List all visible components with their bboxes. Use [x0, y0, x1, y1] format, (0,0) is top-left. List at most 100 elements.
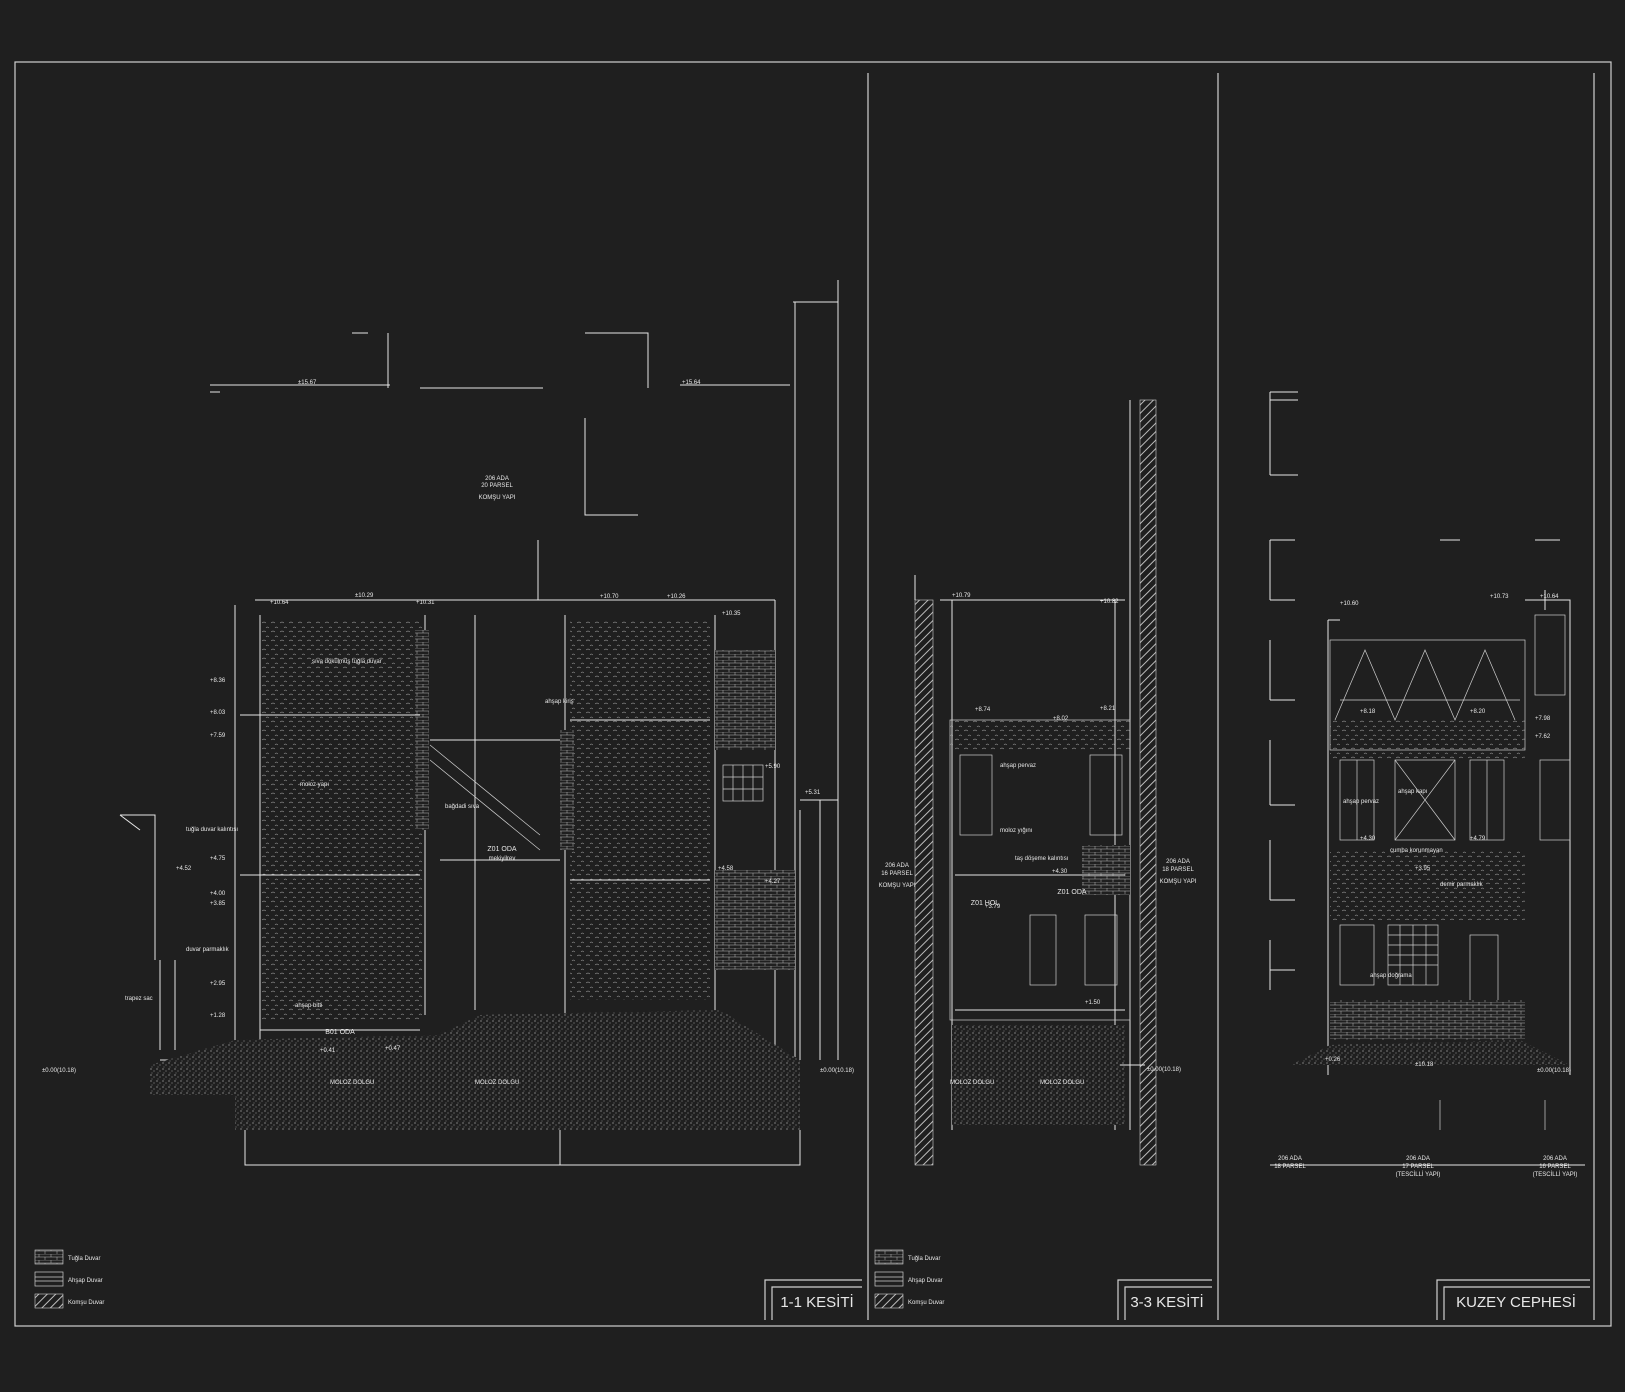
level-mark: +1.50	[1085, 1000, 1101, 1006]
legend-left: Tuğla Duvar Ahşap Duvar Komşu Duvar	[34, 1249, 104, 1309]
level-mark: ±0.00(10.18)	[1147, 1067, 1181, 1073]
note: MOLOZ DOLGU	[1040, 1080, 1084, 1086]
level-mark: +4.58	[718, 866, 734, 872]
level-mark: +10.70	[600, 594, 619, 600]
level-mark: +0.41	[320, 1048, 336, 1054]
note: tuğla duvar kalıntısı	[186, 827, 238, 833]
brick-wall-4	[715, 870, 795, 970]
brick-panel	[1082, 845, 1130, 895]
level-mark: +8.02	[1053, 716, 1069, 722]
note: demir parmaklık	[1440, 882, 1484, 888]
level-mark: ±0.00(10.18)	[42, 1068, 76, 1074]
note: trapez sac	[125, 996, 153, 1002]
level-mark: +8.21	[1100, 706, 1116, 712]
ground-rubble-3	[952, 1025, 1125, 1125]
parcel-label-line: 206 ADA	[1278, 1156, 1302, 1162]
note: cumba korunmayan	[1390, 848, 1443, 854]
note: ahşap bitti	[295, 1003, 322, 1009]
window	[1084, 914, 1118, 986]
note: MOLOZ DOLGU	[475, 1080, 519, 1086]
neighbor-label-line: 206 ADA	[885, 863, 909, 869]
level-mark: +15.64	[682, 380, 701, 386]
note: ahşap kapı	[1398, 789, 1428, 795]
note: ahşap doğrama	[1370, 973, 1412, 979]
room-name: B01 ODA	[325, 1029, 355, 1036]
level-mark: +4.52	[176, 866, 192, 872]
parcel-label-line: 206 ADA	[1543, 1156, 1567, 1162]
note: bağdadi sıva	[445, 804, 480, 810]
brick-swatch	[34, 1249, 64, 1265]
legend-label: Ahşap Duvar	[908, 1278, 943, 1284]
level-mark: +10.79	[952, 593, 971, 599]
level-mark: +10.35	[722, 611, 741, 617]
level-mark: +10.31	[416, 600, 435, 606]
neighbor-window	[1539, 759, 1571, 841]
parcel-label-line: 206 ADA	[1406, 1156, 1430, 1162]
neighbor-wall-swatch	[874, 1293, 904, 1309]
section-3-3-labels: 206 ADA 16 PARSEL KOMŞU YAPI 206 ADA 18 …	[879, 593, 1197, 1086]
level-mark: +0.47	[385, 1046, 401, 1052]
window	[1089, 754, 1123, 836]
level-mark: ±15.67	[298, 380, 317, 386]
neighbor-label-line: 20 PARSEL	[481, 483, 513, 489]
parcel-label-line: (TESCİLLİ YAPI)	[1396, 1171, 1441, 1178]
note: moloz yığını	[1000, 828, 1033, 834]
neighbor-label-line: KOMŞU YAPI	[879, 883, 916, 889]
level-mark: ±0.00(10.18)	[1537, 1068, 1571, 1074]
parcel-label-line: 16 PARSEL	[1539, 1164, 1571, 1170]
note: moloz yapı	[300, 782, 329, 788]
level-mark: +4.00	[210, 891, 226, 897]
note: MOLOZ DOLGU	[950, 1080, 994, 1086]
level-mark: +5.31	[805, 790, 821, 796]
legend-label: Komşu Duvar	[68, 1300, 104, 1306]
legend-label: Komşu Duvar	[908, 1300, 944, 1306]
neighbor-window	[1534, 614, 1566, 696]
level-mark: +3.85	[210, 901, 226, 907]
parcel-label-line: 18 PARSEL	[1274, 1164, 1306, 1170]
stone-wall-texture-right	[570, 620, 710, 1000]
section-3-3-drawing	[914, 399, 1157, 1166]
neighbor-label-line: KOMŞU YAPI	[479, 495, 516, 501]
level-mark: ±10.29	[355, 593, 374, 599]
legend-label: Ahşap Duvar	[68, 1278, 103, 1284]
window	[959, 754, 993, 836]
elevation-window	[1339, 924, 1375, 986]
section-1-1-labels: 206 ADA 20 PARSEL KOMŞU YAPI ±15.67 +15.…	[42, 380, 854, 1086]
title-box-north-elevation: KUZEY CEPHESİ	[1436, 1279, 1590, 1320]
level-mark: +8.20	[1470, 709, 1486, 715]
note: ahşap kiriş	[545, 699, 574, 705]
level-mark: +0.26	[1325, 1057, 1341, 1063]
level-mark: +2.95	[210, 981, 226, 987]
level-mark: +7.62	[1535, 734, 1551, 740]
level-mark: +8.03	[210, 710, 226, 716]
note: ahşap pervaz	[1343, 799, 1379, 805]
legend-middle: Tuğla Duvar Ahşap Duvar Komşu Duvar	[874, 1249, 944, 1309]
level-mark: +10.73	[1490, 594, 1509, 600]
timber-swatch	[874, 1271, 904, 1287]
note: duvar parmaklık	[186, 947, 230, 953]
north-elevation-labels: +10.60 +10.73 +10.64 +8.18 +8.20 +7.98 +…	[1274, 594, 1577, 1178]
brick-swatch	[874, 1249, 904, 1265]
level-mark: +10.64	[270, 600, 289, 606]
room-sub: mekiyilrev	[489, 856, 516, 862]
title-box-section-1-1: 1-1 KESİTİ	[764, 1279, 862, 1320]
neighbor-label-line: 16 PARSEL	[881, 871, 913, 877]
level-mark: +4.27	[765, 879, 781, 885]
neighbor-label-line: 206 ADA	[485, 476, 509, 482]
legend-label: Tuğla Duvar	[908, 1256, 940, 1262]
level-mark: +5.90	[765, 764, 781, 770]
neighbor-label-line: 206 ADA	[1166, 859, 1190, 865]
room-name: Z01 ODA	[487, 846, 517, 853]
cornice-texture	[950, 720, 1130, 750]
ornament-texture	[1330, 850, 1525, 920]
panel-title: 3-3 KESİTİ	[1130, 1293, 1203, 1311]
foundation-fill	[235, 1060, 800, 1130]
brick-wall-2	[560, 730, 574, 850]
level-mark: +10.64	[1540, 594, 1559, 600]
elevation-window	[1394, 759, 1456, 841]
room-name: Z01 ODA	[1057, 889, 1087, 896]
brick-wall-1	[415, 630, 429, 830]
stone-wall-texture-left	[262, 620, 422, 1020]
panel-title: KUZEY CEPHESİ	[1456, 1293, 1576, 1311]
